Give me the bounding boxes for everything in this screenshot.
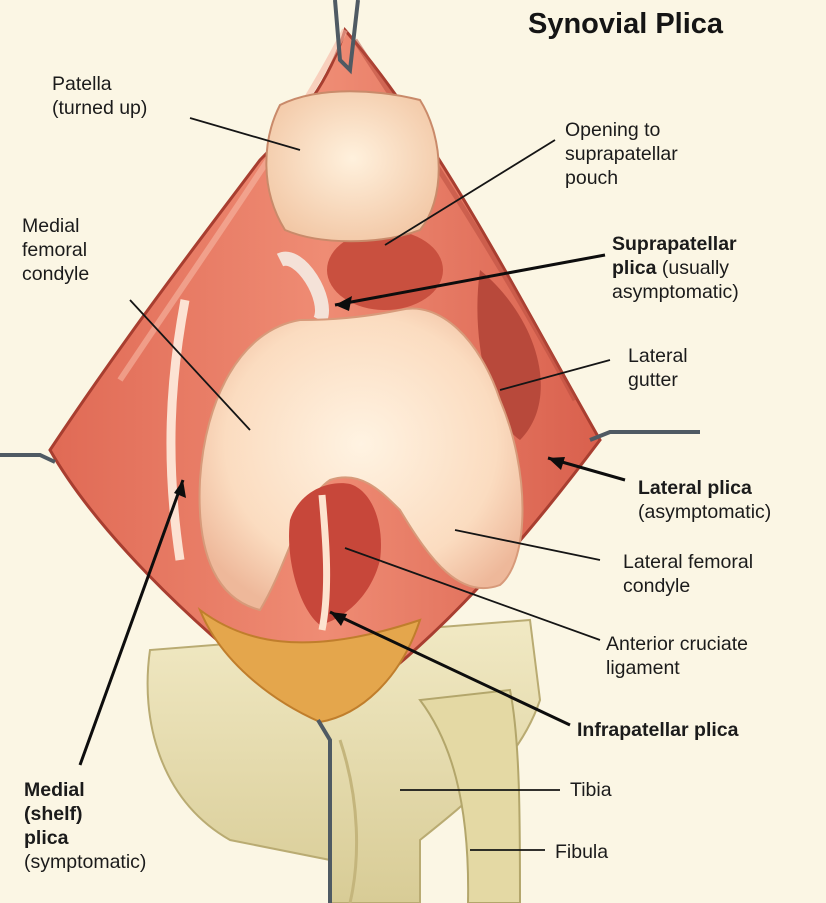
label-lateral-gutter: Lateral gutter [628, 344, 688, 392]
label-medial-femoral-condyle: Medial femoral condyle [22, 214, 89, 286]
label-patella: Patella (turned up) [52, 72, 147, 120]
label-lateral-femoral-condyle: Lateral femoral condyle [623, 550, 753, 598]
patella [266, 91, 438, 241]
diagram-title: Synovial Plica [528, 8, 723, 41]
label-lateral-plica: Lateral plica (asymptomatic) [638, 476, 771, 524]
label-opening-suprapatellar-pouch: Opening to suprapatellar pouch [565, 118, 678, 190]
label-suprapatellar-plica: Suprapatellar plica (usually asymptomati… [612, 232, 739, 304]
label-infrapatellar-plica: Infrapatellar plica [577, 718, 738, 742]
label-medial-shelf-plica: Medial (shelf) plica (symptomatic) [24, 778, 146, 874]
label-tibia: Tibia [570, 778, 612, 802]
label-fibula: Fibula [555, 840, 608, 864]
label-anterior-cruciate-ligament: Anterior cruciate ligament [606, 632, 748, 680]
